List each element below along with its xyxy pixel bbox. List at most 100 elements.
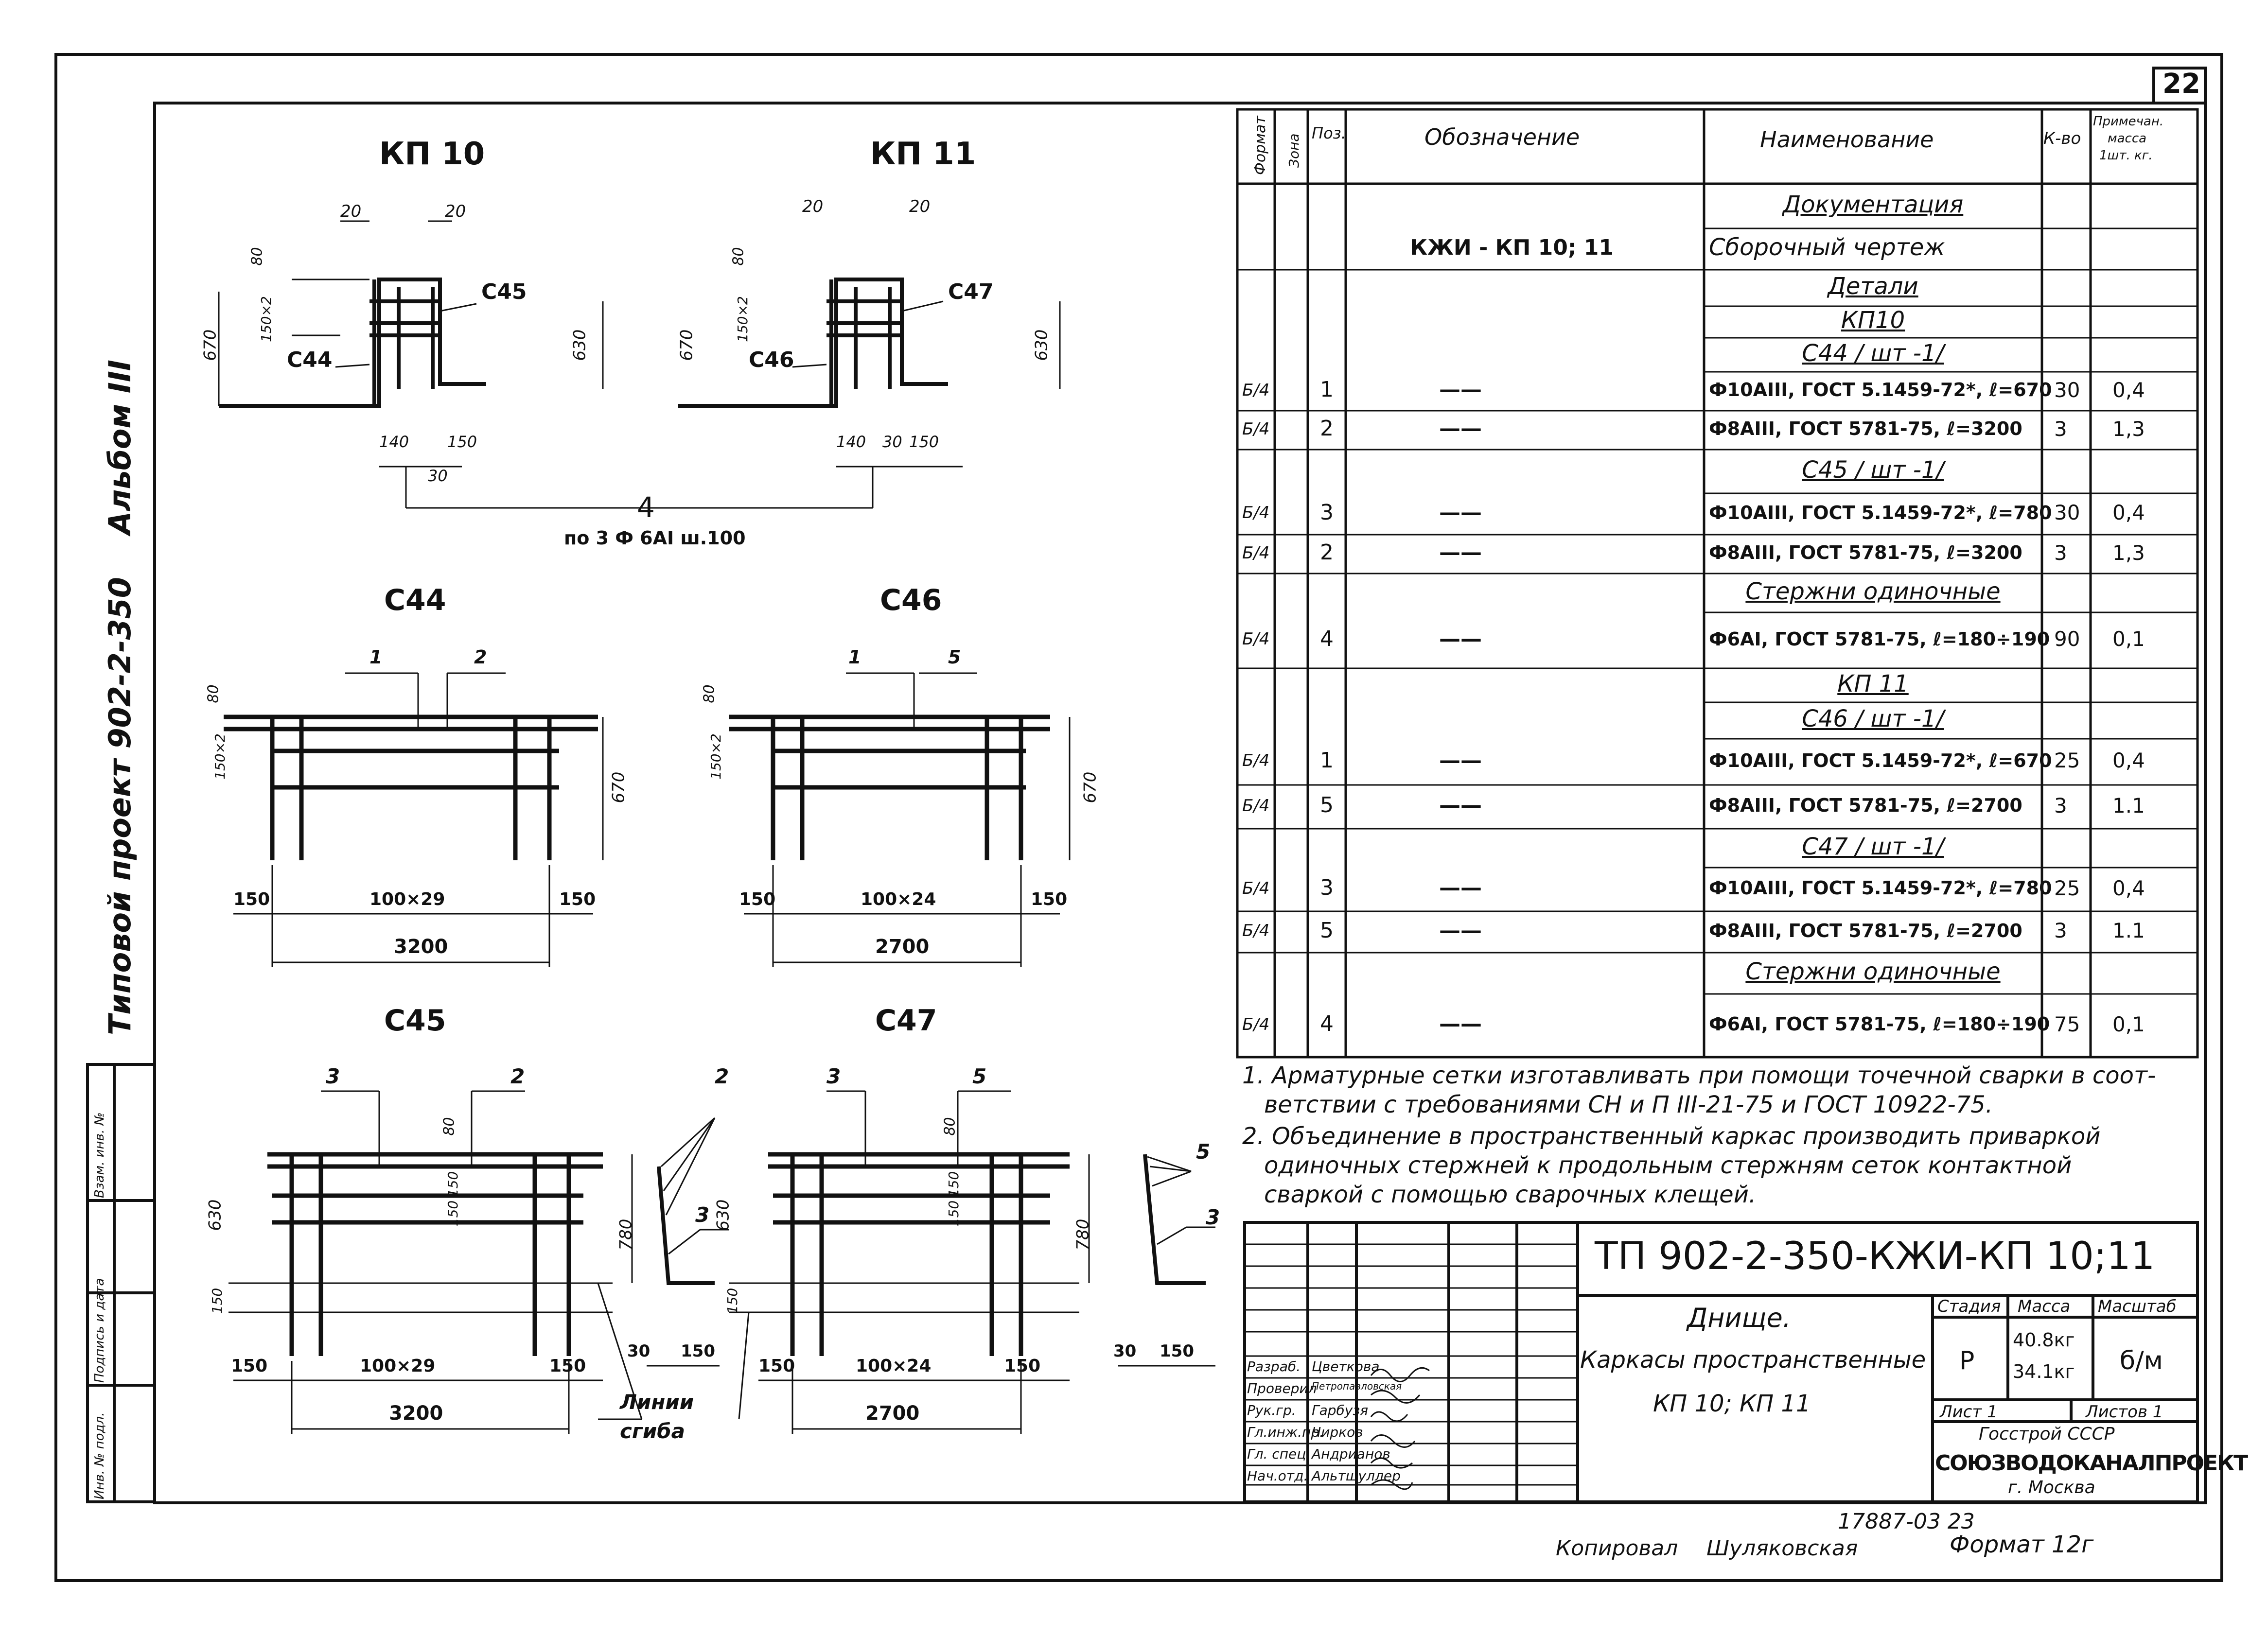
spec-name: Ф8АIII, ГОСТ 5781-75, ℓ=3200 [1709,542,2022,564]
footer-order: 17887-03 23 [1838,1509,1975,1534]
spec-qty: 25 [2054,876,2080,900]
spec-designation: —— [1439,1011,1482,1037]
s47-pos5: 5 [972,1064,987,1088]
s45-dim-150c: 150 [209,1288,226,1314]
spec-section: С45 / шт -1/ [1802,456,1944,484]
title-stage: Р [1959,1346,1975,1375]
pos4-note: по 3 Ф 6АI ш.100 [564,527,746,549]
s47-dim-630: 630 [713,1199,733,1231]
bend-b-pos5: 5 [1196,1140,1211,1164]
title-mass1: 40.8кг [2013,1329,2075,1351]
kp11-dim-20a: 20 [802,197,824,216]
spec-section: С46 / шт -1/ [1802,705,1944,733]
title-desc2: КП 10; КП 11 [1653,1390,1811,1417]
spec-qty: 3 [2054,793,2067,818]
s46-title: С46 [880,583,942,617]
spec-qty: 3 [2054,919,2067,943]
s47-dim-r150: 150 [1004,1356,1041,1376]
bend-a-dim-30: 30 [627,1341,651,1361]
spec-name: Ф6АI, ГОСТ 5781-75, ℓ=180÷190 [1709,628,2050,650]
spec-designation: —— [1439,793,1482,818]
spec-qty: 3 [2054,540,2067,565]
s45-dim-r150: 150 [549,1356,586,1376]
spec-designation: —— [1439,918,1482,943]
s46-dim-r150: 150 [1031,889,1068,909]
spec-qty: 30 [2054,501,2080,525]
title-sheets: Листов 1 [2086,1402,2163,1422]
title-mass2: 34.1кг [2013,1361,2075,1382]
s45-dim-780: 780 [616,1218,636,1251]
spec-format: Б/4 [1242,751,1270,771]
spec-qty: 75 [2054,1012,2080,1036]
spec-section: С47 / шт -1/ [1802,833,1944,860]
kp10-dim-630: 630 [570,329,590,361]
spec-designation: —— [1439,626,1482,651]
spec-h-designation: Обозначение [1424,124,1580,150]
s45-pos2: 2 [510,1064,525,1088]
spec-name: Сборочный чертеж [1709,234,1945,261]
spec-name: Ф10АIII, ГОСТ 5.1459-72*, ℓ=670 [1709,379,2052,401]
spec-section: Стержни одиночные [1745,577,2001,605]
bend-a-pos3: 3 [695,1203,710,1227]
s46-dim-80: 80 [701,684,718,703]
kp10-title: КП 10 [379,136,485,172]
s45-dim-mid: 100×29 [360,1356,436,1376]
spec-h-zone: Зона [1286,133,1302,168]
spec-format: Б/4 [1242,878,1270,898]
project-label: Типовой проект 902-2-350 [102,577,138,1035]
s44-dim-670: 670 [609,771,629,803]
spec-pos: 1 [1320,748,1334,773]
bend-b-dim-30: 30 [1113,1341,1137,1361]
kp10-dim-30: 30 [428,467,448,485]
kp10-dim-20a: 20 [340,202,362,221]
kp10-dim-140: 140 [379,433,409,451]
spec-section: Документация [1782,191,1964,218]
signatory-name: Гарбузя [1312,1402,1369,1418]
spec-format: Б/4 [1242,1014,1270,1034]
kp11-dim-150: 150 [909,433,939,451]
spec-format: Б/4 [1242,419,1270,439]
kp11-dim-140: 140 [836,433,866,451]
spec-format: Б/4 [1242,921,1270,941]
s45-title: С45 [384,1004,446,1038]
spec-mass: 0,4 [2112,876,2145,900]
kp10-label-s45: С45 [481,279,527,304]
spec-pos: 1 [1320,377,1334,402]
s45-dim-80: 80 [440,1117,458,1136]
note-line: одиночных стержней к продольным стержням… [1264,1152,2072,1179]
pos4-label: 4 [637,491,655,524]
s47-dim-150b: 150 [946,1200,962,1227]
kp10-dim-150x2: 150×2 [258,296,274,342]
kp11-dim-630: 630 [1032,329,1052,361]
note-line: ветствии с требованиями СН и П III-21-75… [1264,1091,1993,1118]
kp10-dim-670: 670 [200,329,220,361]
spec-section: Стержни одиночные [1745,958,2001,986]
spec-designation: —— [1439,748,1482,773]
spec-qty: 25 [2054,748,2080,773]
s44-dim-80: 80 [205,684,222,703]
s46-dim-l150: 150 [739,889,776,909]
spec-mass: 1.1 [2112,793,2145,818]
title-org1: Госстрой СССР [1979,1424,2115,1444]
signatory-role: Нач.отд. [1247,1468,1308,1484]
spec-pos: 2 [1320,416,1334,441]
s44-dim-150x2: 150×2 [211,733,228,780]
stamp-inv: Инв. № подл. [92,1412,107,1499]
spec-designation: —— [1439,500,1482,525]
s44-dim-mid: 100×29 [369,889,445,909]
title-mass-h: Масса [2018,1297,2071,1316]
title-org2: СОЮЗВОДОКАНАЛПРОЕКТ [1935,1451,2248,1476]
bend-lines-1: Линии [620,1390,694,1414]
kp11-dim-150x2: 150×2 [734,296,751,342]
bend-lines-2: сгиба [620,1419,685,1443]
spec-mass: 1.1 [2112,919,2145,943]
bend-b-dim-150: 150 [1160,1341,1194,1361]
spec-format: Б/4 [1242,543,1270,563]
spec-name: Ф8АIII, ГОСТ 5781-75, ℓ=3200 [1709,418,2022,440]
spec-pos: 4 [1320,1011,1334,1037]
footer-format: Формат 12г [1950,1531,2094,1558]
s46-dim-total: 2700 [875,936,930,958]
spec-h-note2: масса [2108,131,2147,146]
s46-pos1: 1 [848,646,861,668]
